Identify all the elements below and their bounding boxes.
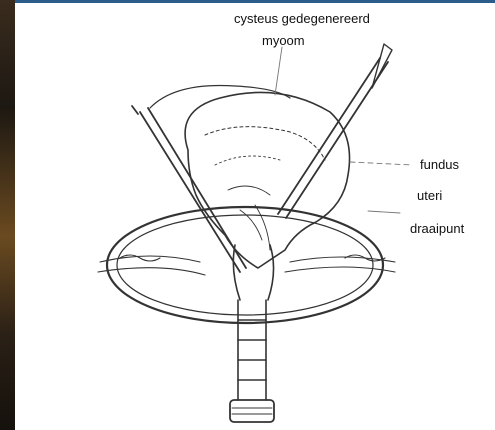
label-fundus: fundus: [420, 157, 459, 172]
surgical-illustration: [15, 3, 495, 430]
label-draaipunt: draaipunt: [410, 221, 464, 236]
label-uteri: uteri: [417, 188, 442, 203]
label-cysteus-gedegenereerd: cysteus gedegenereerd: [234, 11, 370, 26]
left-instrument: [132, 106, 246, 272]
label-myoom: myoom: [262, 33, 305, 48]
right-instrument: [278, 44, 392, 218]
tissue-lines: [98, 255, 395, 275]
side-photo-strip: [0, 0, 15, 430]
cervical-manipulator: [230, 245, 274, 422]
